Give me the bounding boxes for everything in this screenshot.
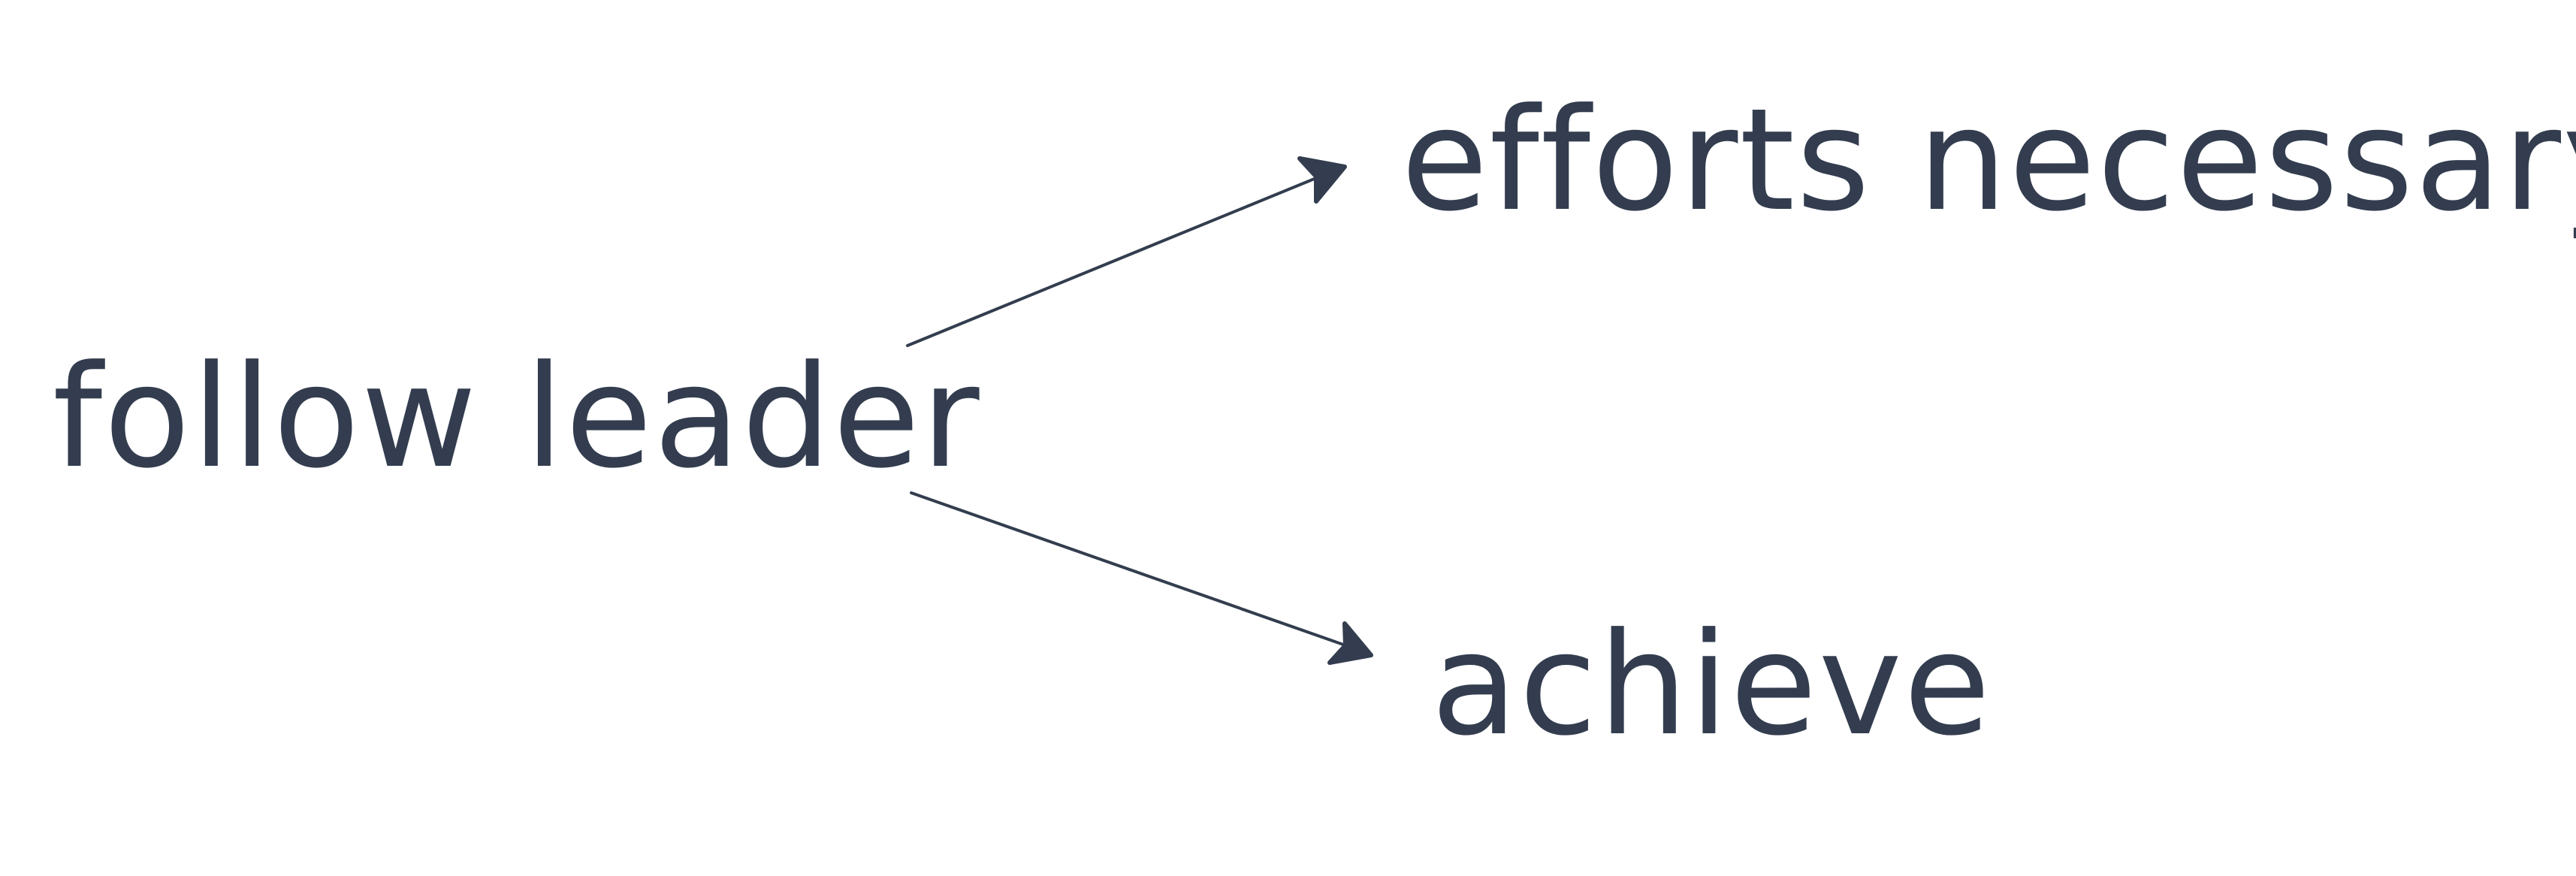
arrow-shaft bbox=[906, 177, 1318, 347]
arrow-to-efforts-necessary bbox=[906, 156, 1347, 347]
node-achieve: achieve bbox=[1431, 603, 1992, 767]
arrowhead-icon bbox=[1327, 621, 1373, 665]
arrowhead-icon bbox=[1297, 156, 1347, 204]
arrow-shaft bbox=[910, 491, 1347, 647]
node-efforts-necessary: efforts necessary bbox=[1401, 78, 2576, 243]
node-follow-leader: follow leader bbox=[53, 335, 981, 500]
arrow-to-achieve bbox=[910, 491, 1373, 665]
